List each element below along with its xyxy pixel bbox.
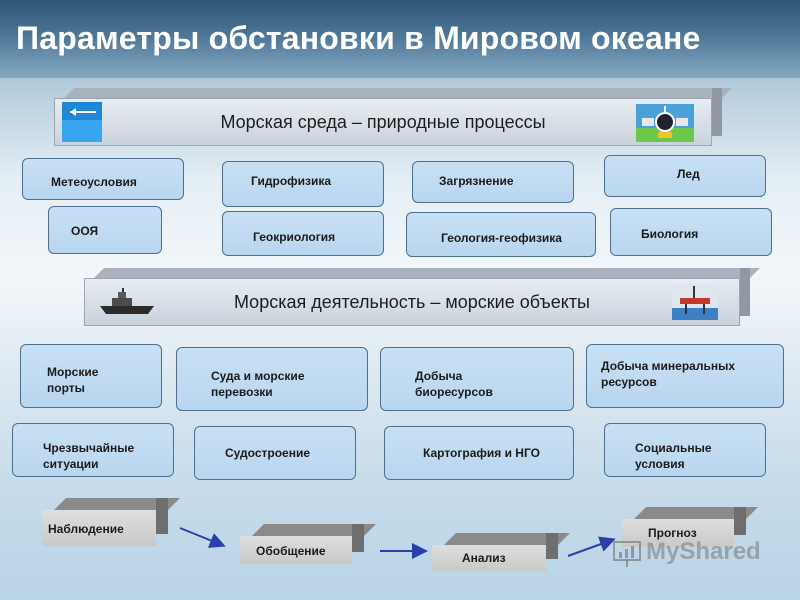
act-box-label-line2: условия (635, 457, 685, 471)
page-title: Параметры обстановки в Мировом океане (16, 20, 701, 56)
act-box-label-line1: Добыча (415, 369, 463, 383)
act-box-label-line2: ресурсов (601, 375, 657, 389)
banner-activity: Морская деятельность – морские объекты (84, 268, 760, 326)
arrow-left-icon (62, 102, 102, 142)
act-box-label-line1: Социальные (635, 441, 712, 455)
step-label: Обобщение (256, 544, 326, 558)
banner-top (94, 268, 760, 278)
act-box-label-line1: Картография и НГО (423, 446, 540, 460)
oil-platform-icon (672, 284, 718, 320)
presentation-icon (612, 540, 642, 568)
step-side (546, 533, 558, 559)
act-box-cartography: Картография и НГО (384, 426, 574, 480)
title-band (0, 0, 800, 78)
banner-face (54, 98, 712, 146)
act-box-minerals: Добыча минеральных ресурсов (586, 344, 784, 408)
banner-side (740, 268, 750, 316)
env-box-meteo: Метеоусловия (22, 158, 184, 200)
step-observation: Наблюдение (42, 498, 180, 546)
step-analysis: Анализ (432, 533, 570, 571)
act-box-shipbuilding: Судостроение (194, 426, 356, 480)
act-box-shipping: Суда и морские перевозки (176, 347, 368, 411)
banner-face (84, 278, 740, 326)
act-box-label-line1: Добыча минеральных (601, 359, 736, 373)
step-generalization: Обобщение (240, 524, 376, 564)
act-box-label-line1: Судостроение (225, 446, 311, 460)
satellite-icon (636, 104, 694, 142)
env-box-label: Биология (641, 227, 699, 241)
env-box-geocryology: Геокриология (222, 211, 384, 256)
act-box-label-line2: биоресурсов (415, 385, 493, 399)
ship-icon (98, 286, 156, 316)
act-box-label-line1: Морские (47, 365, 99, 379)
watermark-text: MyShared (646, 538, 761, 565)
step-face (42, 510, 156, 546)
step-side (352, 524, 364, 552)
env-box-label: ООЯ (71, 224, 99, 238)
env-box-geology: Геология-геофизика (406, 212, 596, 257)
act-box-label-line1: Суда и морские (211, 369, 305, 383)
act-box-label-line1: Чрезвычайные (43, 441, 135, 455)
act-box-label-line2: перевозки (211, 385, 273, 399)
env-box-label: Геология-геофизика (441, 231, 562, 245)
env-box-ice: Лед (604, 155, 766, 197)
env-box-label: Геокриология (253, 230, 336, 244)
step-face (432, 545, 546, 571)
banner-side (712, 88, 722, 136)
step-label: Прогноз (648, 526, 697, 540)
env-box-pollution: Загрязнение (412, 161, 574, 203)
step-label: Наблюдение (48, 522, 124, 536)
env-box-label: Метеоусловия (51, 175, 137, 189)
env-box-label: Гидрофизика (251, 174, 332, 188)
act-box-ports: Морские порты (20, 344, 162, 408)
banner-top (64, 88, 732, 98)
step-side (734, 507, 746, 535)
env-box-biology: Биология (610, 208, 772, 256)
act-box-social: Социальные условия (604, 423, 766, 477)
env-box-ooya: ООЯ (48, 206, 162, 254)
env-box-label: Загрязнение (439, 174, 514, 188)
banner-environment: Морская среда – природные процессы (54, 88, 732, 146)
act-box-bioresources: Добыча биоресурсов (380, 347, 574, 411)
act-box-emergencies: Чрезвычайные ситуации (12, 423, 174, 477)
step-label: Анализ (462, 551, 506, 565)
env-box-label: Лед (677, 167, 700, 181)
step-face (240, 536, 352, 564)
act-box-label-line2: ситуации (43, 457, 99, 471)
env-box-hydrophysics: Гидрофизика (222, 161, 384, 207)
banner-activity-label: Морская деятельность – морские объекты (233, 291, 590, 312)
banner-environment-label: Морская среда – природные процессы (220, 111, 546, 132)
act-box-label-line2: порты (47, 381, 85, 395)
step-side (156, 498, 168, 534)
